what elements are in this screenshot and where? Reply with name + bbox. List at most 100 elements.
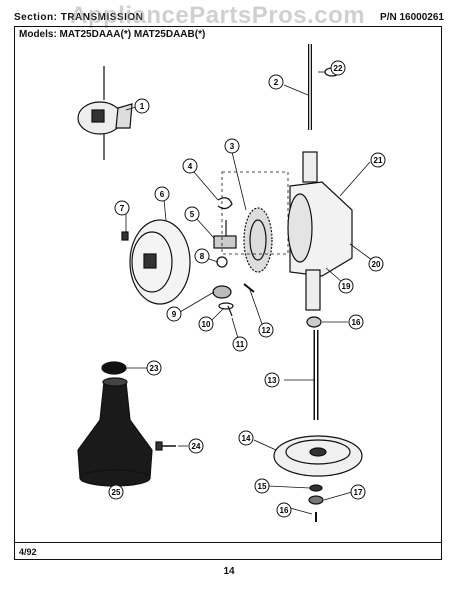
callout-circle — [350, 484, 366, 500]
callout-16: 16 — [276, 502, 292, 518]
callout-number: 13 — [268, 376, 277, 385]
part-transmission-case — [287, 151, 353, 311]
part-seal-23 — [101, 361, 127, 375]
callout-circle — [368, 256, 384, 272]
callout-number: 6 — [160, 190, 165, 199]
callout-number: 10 — [202, 320, 211, 329]
callout-13: 13 — [264, 372, 280, 388]
callout-circle — [108, 484, 124, 500]
page-number: 14 — [223, 566, 235, 577]
callout-circle — [194, 248, 210, 264]
callout-24: 24 — [188, 438, 204, 454]
callout-circle — [232, 336, 248, 352]
callout-number: 22 — [334, 64, 343, 73]
callout-number: 24 — [192, 442, 201, 451]
callout-circle — [146, 360, 162, 376]
callout-number: 14 — [242, 434, 251, 443]
callout-12: 12 — [258, 322, 274, 338]
callout-number: 16 — [352, 318, 361, 327]
callout-17: 17 — [350, 484, 366, 500]
callout-21: 21 — [370, 152, 386, 168]
callout-10: 10 — [198, 316, 214, 332]
callout-number: 21 — [374, 156, 383, 165]
callout-22: 22 — [330, 60, 346, 76]
callout-number: 5 — [190, 210, 195, 219]
part-15 — [309, 484, 323, 492]
callout-circle — [184, 206, 200, 222]
watermark: AppliancePartsPros.com — [70, 2, 366, 29]
callout-circle — [276, 502, 292, 518]
callout-circle — [338, 278, 354, 294]
part-17 — [308, 495, 324, 505]
callout-number: 15 — [258, 482, 267, 491]
callout-25: 25 — [108, 484, 124, 500]
callout-circle — [238, 430, 254, 446]
callout-circle — [166, 306, 182, 322]
callout-circle — [330, 60, 346, 76]
callout-circle — [254, 478, 270, 494]
callout-circle — [198, 316, 214, 332]
callout-15: 15 — [254, 478, 270, 494]
callout-circle — [258, 322, 274, 338]
part-pulley — [273, 435, 363, 477]
callout-9: 9 — [166, 306, 182, 322]
callout-circle — [188, 438, 204, 454]
callout-circle — [268, 74, 284, 90]
callout-number: 7 — [120, 204, 125, 213]
part-9 — [212, 285, 232, 299]
callout-number: 9 — [172, 310, 177, 319]
part-11 — [227, 305, 233, 317]
callout-circle — [134, 98, 150, 114]
callout-5: 5 — [184, 206, 200, 222]
callout-23: 23 — [146, 360, 162, 376]
callout-number: 25 — [112, 488, 121, 497]
callout-8: 8 — [194, 248, 210, 264]
part-16-top — [306, 316, 322, 328]
part-screw-24 — [155, 441, 176, 451]
callout-1: 1 — [134, 98, 150, 114]
part-pinion-5 — [213, 220, 237, 249]
callout-4: 4 — [182, 158, 198, 174]
footer-divider — [15, 542, 441, 543]
callout-number: 1 — [140, 102, 145, 111]
models-line: Models: MAT25DAAA(*) MAT25DAAB(*) — [19, 29, 206, 40]
diagram-frame: Models: MAT25DAAA(*) MAT25DAAB(*) 4/92 — [14, 26, 442, 560]
callout-circle — [154, 186, 170, 202]
page-header: Section: TRANSMISSION P/N 16000261 — [14, 10, 444, 28]
callout-circle — [182, 158, 198, 174]
part-transmission-assembly — [77, 66, 133, 160]
part-10 — [218, 302, 234, 310]
callout-number: 17 — [354, 488, 363, 497]
callout-7: 7 — [114, 200, 130, 216]
callout-11: 11 — [232, 336, 248, 352]
callout-circle — [264, 372, 280, 388]
callout-3: 3 — [224, 138, 240, 154]
revision-date: 4/92 — [19, 547, 37, 557]
section-label: Section: TRANSMISSION — [14, 12, 144, 23]
callout-number: 19 — [342, 282, 351, 291]
part-screw-7 — [121, 231, 129, 241]
callout-number: 16 — [280, 506, 289, 515]
part-spring-4 — [217, 197, 233, 210]
part-gear-3 — [243, 207, 273, 273]
callout-number: 20 — [372, 260, 381, 269]
part-agitator-base — [77, 377, 153, 487]
callout-19: 19 — [338, 278, 354, 294]
part-number: P/N 16000261 — [380, 12, 444, 23]
callout-2: 2 — [268, 74, 284, 90]
callout-circle — [114, 200, 130, 216]
callout-number: 8 — [200, 252, 205, 261]
callout-circle — [348, 314, 364, 330]
callout-number: 11 — [236, 340, 245, 349]
callout-circle — [370, 152, 386, 168]
callout-number: 3 — [230, 142, 235, 151]
callout-number: 12 — [262, 326, 271, 335]
callout-circle — [224, 138, 240, 154]
callout-number: 23 — [150, 364, 159, 373]
callout-16: 16 — [348, 314, 364, 330]
callout-20: 20 — [368, 256, 384, 272]
part-8 — [216, 256, 228, 268]
callout-14: 14 — [238, 430, 254, 446]
part-12 — [243, 283, 255, 293]
